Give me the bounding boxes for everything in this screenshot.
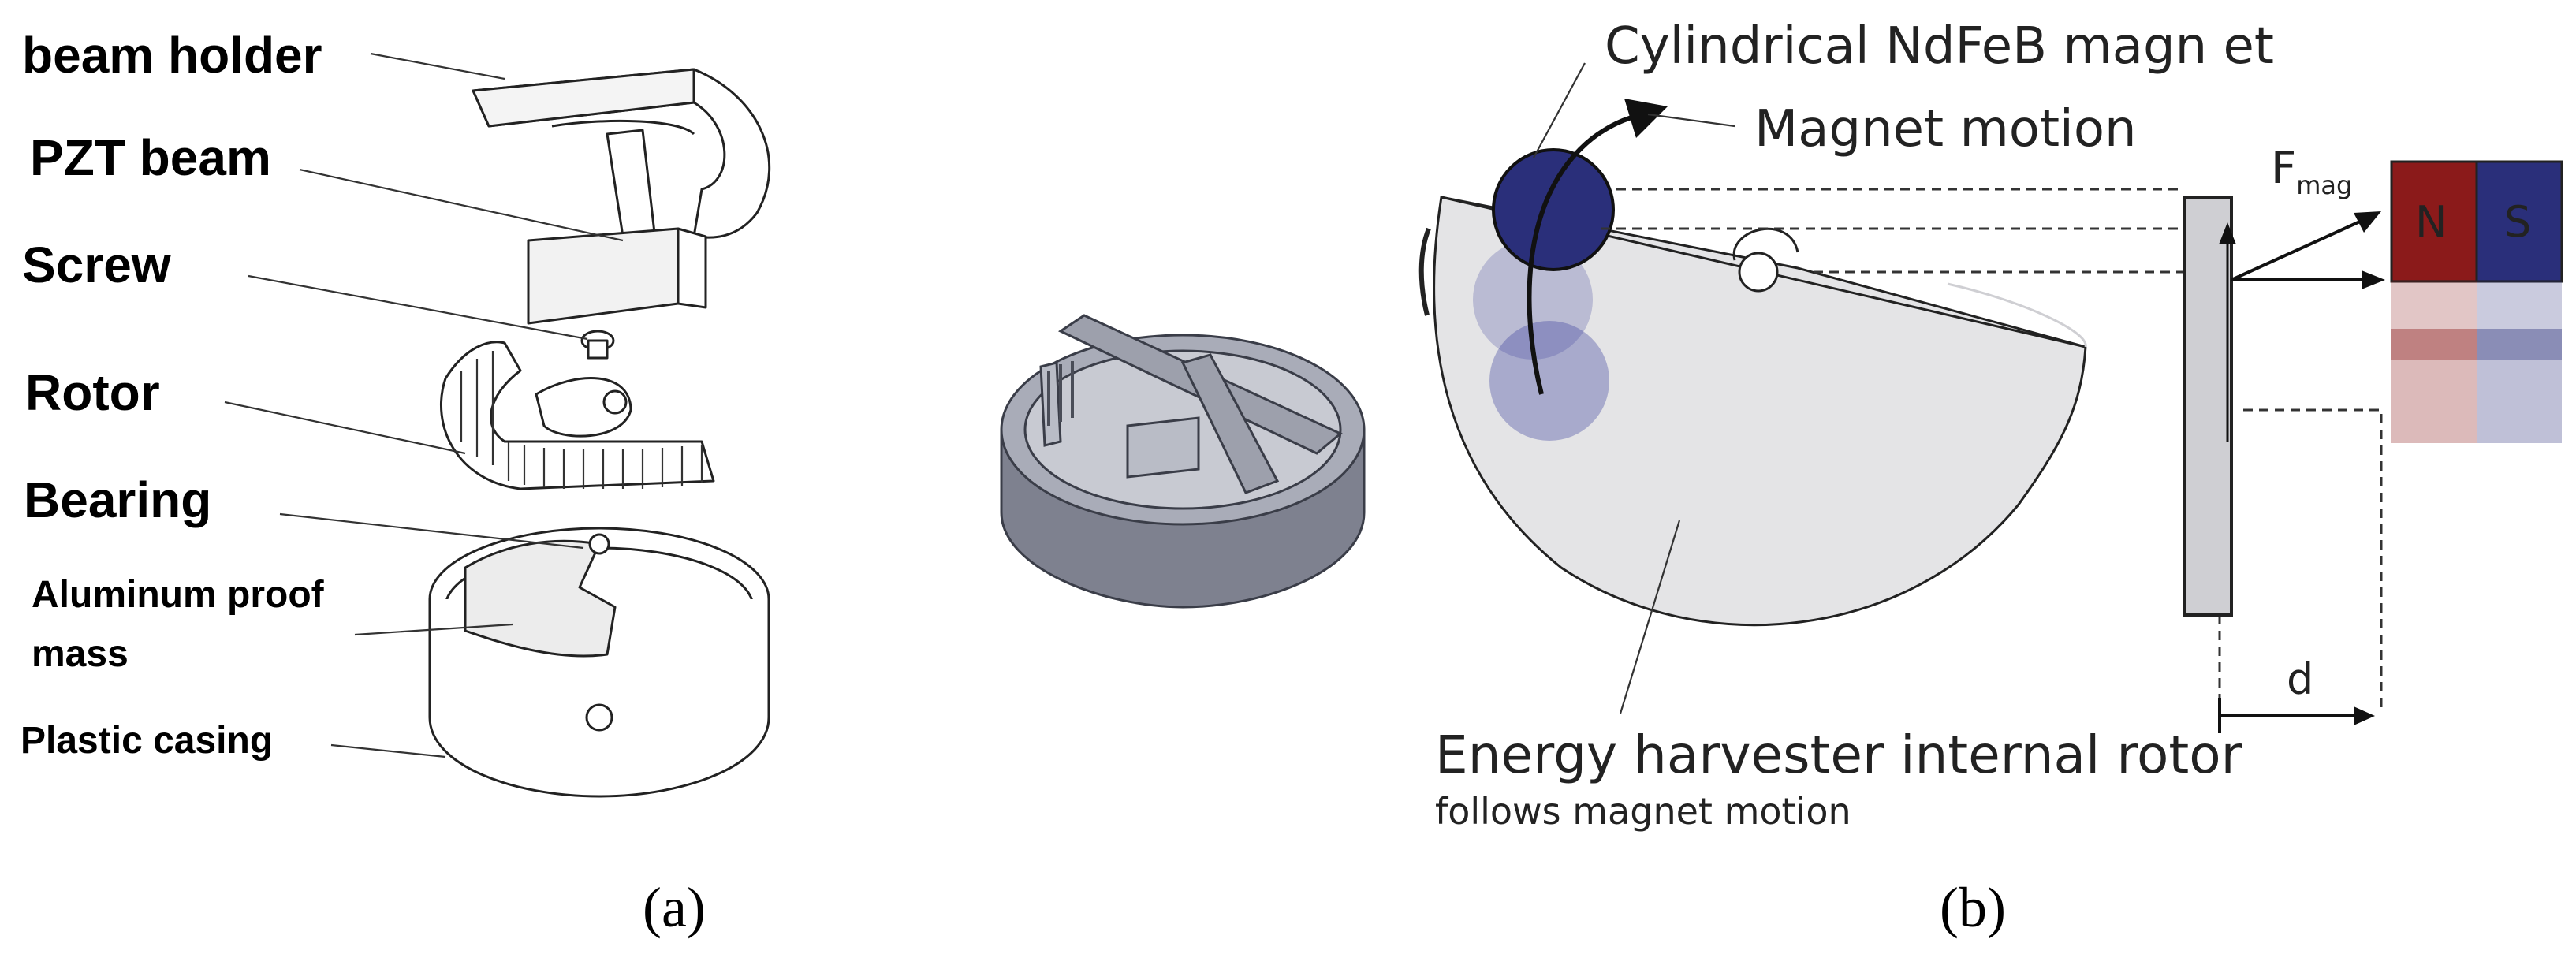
panel-b-coupling-diagram: N S Cylindrical NdFeB magn et Magnet mot… — [1418, 17, 2563, 939]
caption-a: (a) — [643, 876, 706, 939]
label-magnet-motion: Magnet motion — [1754, 100, 2137, 158]
label-north: N — [2415, 197, 2447, 247]
label-force: Fmag — [2271, 143, 2352, 200]
screw-part — [580, 330, 615, 360]
rotor-part — [440, 341, 715, 490]
leader-screw — [248, 274, 588, 341]
leader-beam-holder — [370, 52, 505, 80]
label-force-symbol: F — [2271, 143, 2296, 194]
magnet-motion-arrow — [1527, 112, 1645, 395]
label-mass: mass — [32, 633, 129, 675]
assembled-harvester — [1000, 314, 1366, 609]
label-rotor: Rotor — [25, 364, 160, 421]
cylindrical-magnet — [1492, 148, 1615, 271]
force-vector-horizontal-head — [2362, 270, 2385, 289]
pzt-beam-side — [2183, 196, 2233, 617]
label-bearing: Bearing — [24, 471, 211, 528]
label-beam-holder: beam holder — [22, 27, 322, 84]
label-plastic-casing: Plastic casing — [21, 720, 273, 762]
label-rotor-line2: follows magnet motion — [1435, 790, 1851, 833]
rotor-sector — [1418, 196, 2087, 627]
leader-rotor-label — [1619, 520, 1681, 714]
external-magnet: N S — [2390, 160, 2563, 443]
magnet-ghost-lower — [1489, 321, 1609, 441]
dashed-projection-lines — [1601, 188, 2383, 714]
label-screw: Screw — [22, 237, 171, 293]
leader-magnet-title — [1533, 62, 1586, 158]
caption-b: (b) — [1940, 876, 2006, 939]
beam-holder-part — [472, 68, 771, 239]
panel-a-exploded-view: beam holder PZT beam Screw Rotor Bearing… — [21, 27, 771, 939]
label-pzt-beam: PZT beam — [30, 129, 271, 186]
distance-arrowhead — [2354, 706, 2375, 725]
magnet-north-pole — [2390, 160, 2478, 283]
pzt-beam-part — [527, 227, 707, 325]
casing-part — [428, 527, 770, 798]
label-distance: d — [2287, 654, 2313, 704]
leader-bearing — [279, 512, 584, 550]
label-force-subscript: mag — [2296, 170, 2352, 200]
magnet-motion-arrowhead — [1624, 99, 1668, 138]
label-magnet-title: Cylindrical NdFeB magn et — [1605, 17, 2274, 76]
label-aluminum-proof: Aluminum proof — [32, 574, 325, 616]
leader-plastic-casing — [330, 743, 446, 758]
magnet-south-pole — [2475, 160, 2563, 283]
leader-proof-mass — [354, 623, 513, 636]
leader-pzt-beam — [299, 168, 624, 242]
force-vector-diagonal-head — [2354, 211, 2381, 233]
label-south: S — [2504, 197, 2531, 247]
force-vector-diagonal — [2231, 219, 2362, 281]
leader-rotor — [224, 401, 466, 455]
leader-magnet-motion — [1647, 113, 1735, 128]
label-rotor-line1: Energy harvester internal rotor — [1435, 725, 2243, 785]
beam-deflection-arrowhead — [2219, 222, 2236, 244]
